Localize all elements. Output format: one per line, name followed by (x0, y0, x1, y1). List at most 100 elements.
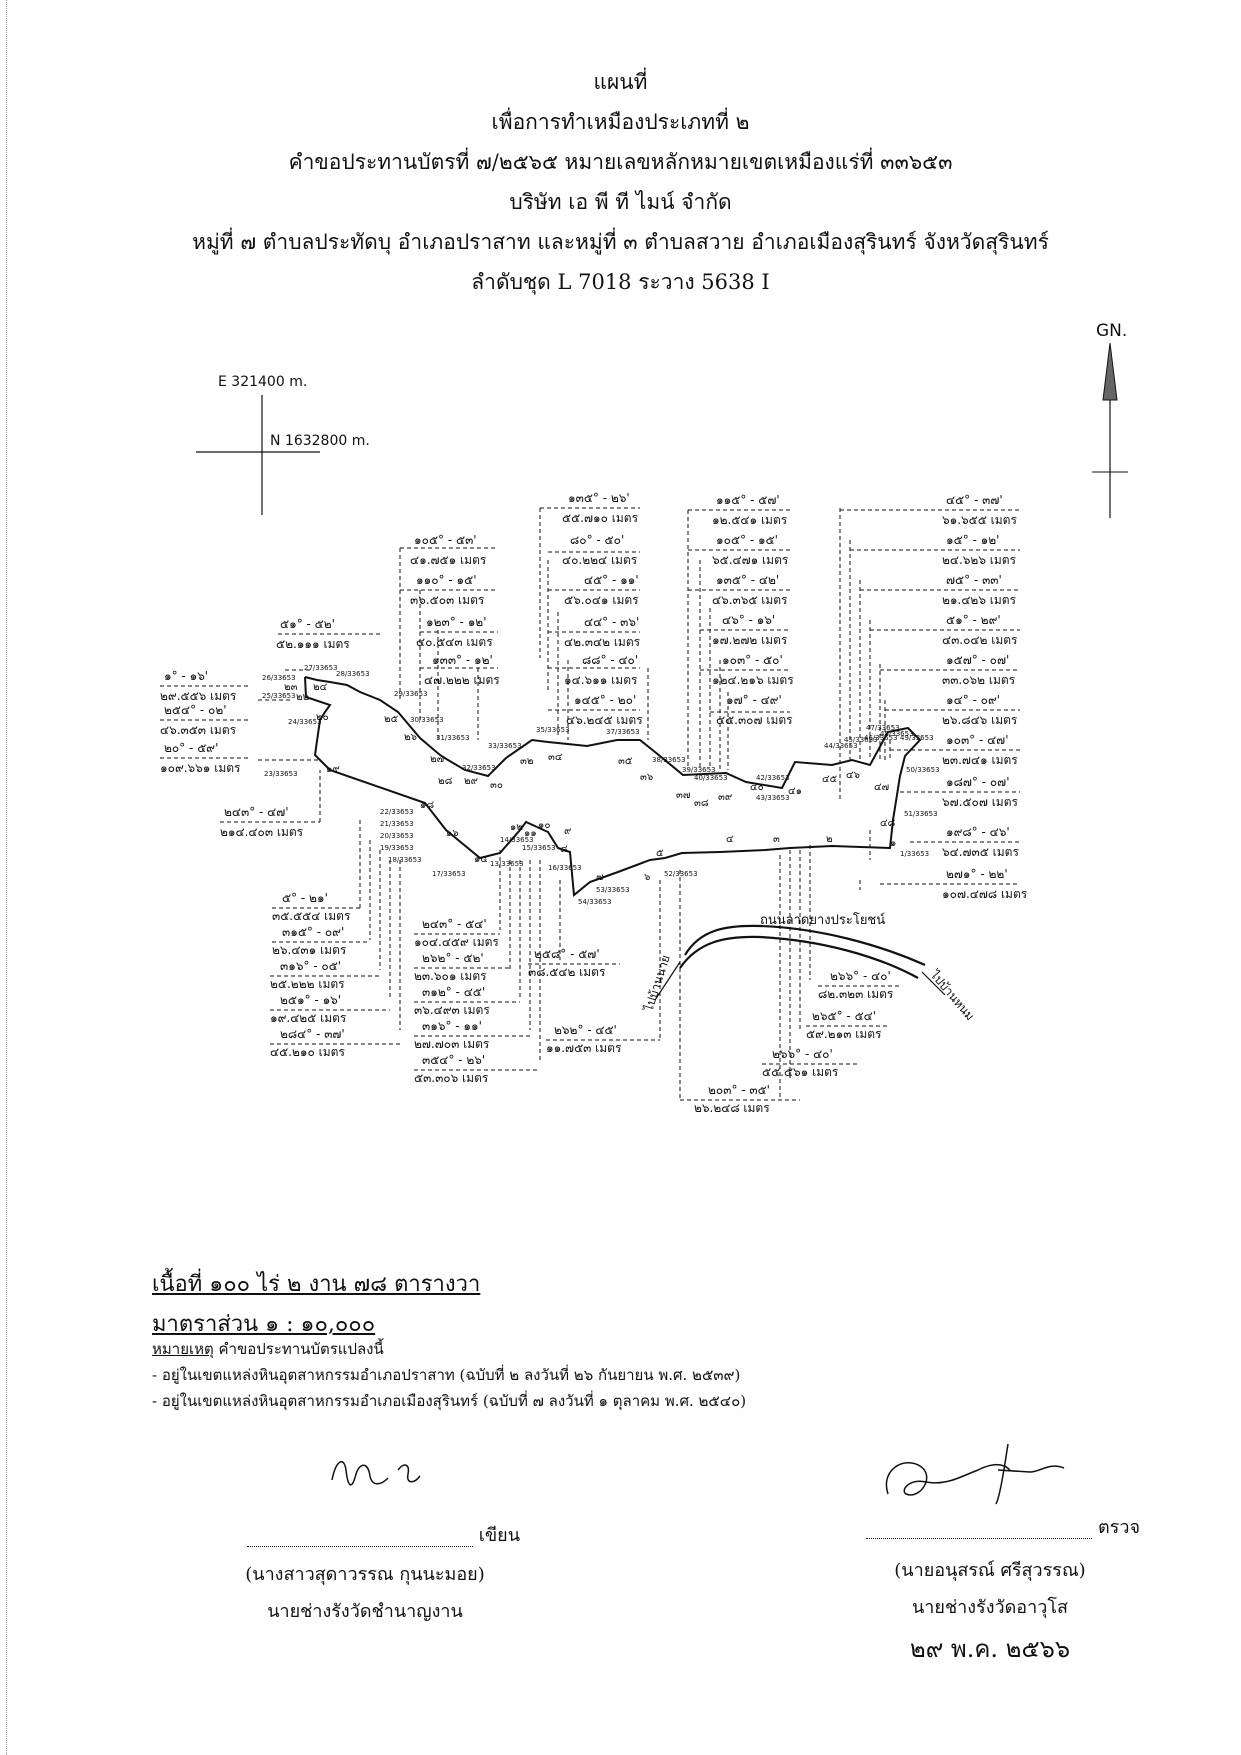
marker-code: 45/33653 (844, 736, 878, 744)
bearing-label-b-bl-02: ๓๑๕° - ๐๙' ๒๖.๔๓๑ เมตร (272, 925, 347, 957)
marker-code: 15/33653 (522, 844, 556, 852)
bearing-label-b-top-07: ๔๔° - ๓๖' ๔๒.๓๔๒ เมตร (564, 615, 641, 649)
marker-code: 47/33653 (866, 724, 900, 732)
bearing-angle: ๒๗๑° - ๒๒' (946, 867, 1008, 881)
bearing-distance: ๓๘.๕๔๒ เมตร (528, 965, 606, 979)
bearing-angle: ๑๓๕° - ๒๖' (568, 491, 630, 505)
bearing-label-b-top-05: ๔๕° - ๑๑' ๕๖.๐๔๑ เมตร (564, 573, 639, 607)
bearing-label-b-bl-05: ๒๘๔° - ๓๗' ๔๕.๒๑๐ เมตร (270, 1027, 345, 1059)
title-line-6: ลำดับชุด L 7018 ระวาง 5638 I (471, 270, 770, 294)
bearing-label-b-br-01: ๒๖๖° - ๔๐' ๘๒.๓๒๓ เมตร (818, 969, 894, 1001)
marker-code: 22/33653 (380, 808, 414, 816)
point-number: ๒๒ (296, 692, 309, 703)
underline-left (160, 633, 380, 823)
point-number: ๒ (826, 834, 833, 845)
bearing-label-b-bc-01: ๒๔๓° - ๕๔' ๑๐๔.๔๕๙ เมตร (414, 917, 499, 949)
marker-code: 1/33653 (900, 850, 929, 858)
marker-code: 54/33653 (578, 898, 612, 906)
bearing-angle: ๔๔° - ๓๖' (584, 615, 639, 629)
bearing-angle: ๑๘๗° - ๐๗' (946, 775, 1010, 789)
bearing-distance: ๑๑.๗๕๓ เมตร (546, 1041, 622, 1055)
marker-code: 35/33653 (536, 726, 570, 734)
bearing-label-b-right-09: ๑๙๘° - ๔๖' ๖๔.๗๓๕ เมตร (942, 825, 1019, 859)
bearing-label-b-bc-04: ๓๑๖° - ๑๑' ๒๗.๗๐๓ เมตร (414, 1019, 490, 1051)
title-line-2: เพื่อการทำเหมืองประเภทที่ ๒ (491, 110, 750, 134)
bearing-angle: ๒๕๑° - ๑๖' (280, 993, 341, 1007)
point-number: ๓๒ (520, 756, 533, 767)
bearing-angle: ๓๑๖° - ๑๑' (422, 1019, 482, 1033)
road: ถนนลาดยางประโยชน์ ไปบ้านนาย ไปบ้านหนม (641, 912, 977, 1023)
bearing-angle: ๑๐๕° - ๕๓' (414, 533, 477, 547)
bearing-distance: ๖๑.๖๕๕ เมตร (942, 513, 1017, 527)
underline-bottom-left (270, 907, 400, 1045)
bearing-label-b-right-06: ๑๔° - ๐๙' ๒๖.๘๔๖ เมตร (942, 693, 1018, 727)
marker-code: 18/33653 (388, 856, 422, 864)
bearing-label-b-mid-02: ๑๐๕° - ๑๕' ๖๕.๔๗๑ เมตร (712, 533, 789, 567)
marker-code: 21/33653 (380, 820, 414, 828)
bearing-angle: ๒๘๔° - ๓๗' (280, 1027, 345, 1041)
point-number: ๓๖ (640, 772, 653, 783)
bearing-angle: ๒๖๒° - ๔๕' (554, 1023, 617, 1037)
bearing-distance: ๑๐๔.๔๕๙ เมตร (414, 935, 499, 949)
marker-code: 40/33653 (694, 774, 728, 782)
bearing-angle: ๗๕° - ๓๓' (946, 573, 1002, 587)
bearing-angle: ๘๐° - ๕๐' (570, 533, 624, 547)
remarks-head: หมายเหตุ (152, 1340, 214, 1358)
bearing-distance: ๕๖.๐๔๑ เมตร (564, 593, 639, 607)
bearing-label-b-left-04: ๒๐° - ๕๙' ๑๐๙.๖๖๑ เมตร (160, 741, 241, 775)
point-number: ๑๘ (420, 800, 434, 811)
marker-code: 33/33653 (488, 742, 522, 750)
bearing-label-b-left-03: ๒๕๔° - ๐๒' ๔๖.๓๕๓ เมตร (160, 703, 237, 737)
bearing-distance: ๒๖.๒๔๘ เมตร (694, 1101, 770, 1115)
bearing-angle: ๒๔๓° - ๕๔' (422, 917, 487, 931)
bearing-label-b-right-10: ๒๗๑° - ๒๒' ๑๐๗.๔๗๘ เมตร (942, 867, 1028, 901)
bearing-distance: ๕๒.๑๑๑ เมตร (276, 637, 350, 651)
writer-title: นายช่างรังวัดชำนาญงาน (267, 1601, 463, 1622)
point-number: ๒๘ (438, 776, 453, 787)
bearing-distance: ๔๑.๗๕๑ เมตร (410, 553, 487, 567)
leader-lines (258, 508, 891, 1100)
bearing-label-b-left-02: ๑° - ๑๖' ๒๙.๕๕๖ เมตร (160, 669, 237, 703)
road-leader-right (921, 971, 946, 996)
point-number: ๘ (560, 844, 568, 855)
bearing-distance: ๑๐๗.๔๗๘ เมตร (942, 887, 1028, 901)
marker-code: 25/33653 (262, 692, 296, 700)
bearing-distance: ๔๐.๒๒๔ เมตร (562, 553, 638, 567)
underline-right (840, 509, 1020, 885)
point-number: ๒๖ (404, 732, 417, 743)
bearing-distance: ๑๔.๖๑๑ เมตร (564, 673, 638, 687)
grid-reference: E 321400 m. N 1632800 m. (196, 374, 370, 515)
scan-margin-line (6, 0, 11, 1755)
bearing-angle: ๑๐๓° - ๕๐' (722, 653, 783, 667)
bearing-distance: ๔๒.๓๔๒ เมตร (564, 635, 641, 649)
bearing-distance: ๓๖.๔๙๓ เมตร (414, 1003, 490, 1017)
bearing-distance: ๕๕.๗๑๐ เมตร (562, 511, 639, 525)
point-number: ๑ (890, 838, 896, 849)
bearing-distance: ๔๕.๒๑๐ เมตร (270, 1045, 345, 1059)
bearing-label-b-mid-01: ๑๑๕° - ๕๗' ๑๒.๕๔๑ เมตร (712, 493, 788, 527)
bearing-distance: ๓๕.๕๕๔ เมตร (272, 909, 351, 923)
bearing-label-b-br-04: ๒๐๓° - ๓๕' ๒๖.๒๔๘ เมตร (694, 1083, 770, 1115)
bearing-distance: ๖๔.๗๓๕ เมตร (942, 845, 1019, 859)
remarks-item-2: - อยู่ในเขตแหล่งหินอุตสาหกรรมอำเภอเมืองส… (152, 1392, 747, 1410)
bearing-angle: ๔๖° - ๑๖' (722, 613, 775, 627)
marker-code: 27/33653 (304, 664, 338, 672)
checker-title: นายช่างรังวัดอาวุโส (911, 1597, 1068, 1618)
bearing-distance: ๔๓.๐๔๒ เมตร (942, 633, 1018, 647)
bearing-label-b-right-05: ๑๕๗° - ๐๗' ๓๓.๐๖๒ เมตร (942, 653, 1016, 687)
bearing-distance: ๔๖.๓๖๕ เมตร (712, 593, 788, 607)
point-number: ๑๑ (524, 828, 537, 839)
bearing-distance: ๒๖.๔๓๑ เมตร (272, 943, 347, 957)
northing-label: N 1632800 m. (270, 433, 370, 449)
road-label: ถนนลาดยางประโยชน์ (760, 912, 885, 928)
bearing-distance: ๖๕.๔๗๑ เมตร (712, 553, 789, 567)
bearing-label-b-top-09: ๘๘° - ๔๐' ๑๔.๖๑๑ เมตร (564, 653, 638, 687)
marker-code: 31/33653 (436, 734, 470, 742)
map-title-block: แผนที่ เพื่อการทำเหมืองประเภทที่ ๒ คำขอป… (0, 62, 1241, 302)
marker-code: 16/33653 (548, 864, 582, 872)
bearing-angle: ๓๕๔° - ๒๖' (422, 1053, 485, 1067)
point-number: ๔ (726, 834, 734, 845)
easting-label: E 321400 m. (218, 374, 307, 390)
bearing-label-b-mid-04: ๔๖° - ๑๖' ๑๗.๒๗๒ เมตร (712, 613, 788, 647)
marker-code: 26/33653 (262, 674, 296, 682)
